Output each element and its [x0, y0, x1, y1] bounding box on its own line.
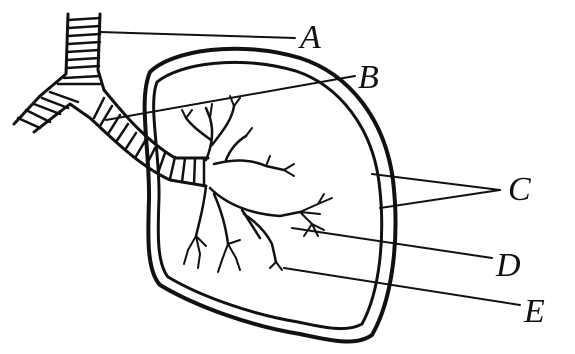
label-d: D [495, 247, 521, 284]
leader-line-d [292, 228, 492, 258]
leader-line-a [100, 32, 295, 38]
label-c: C [508, 171, 531, 208]
inner-pleura [154, 62, 382, 328]
label-a: A [298, 19, 321, 56]
leader-line-c1 [372, 174, 500, 190]
leader-line-e [284, 268, 520, 305]
label-b: B [358, 59, 379, 96]
leader-line-c2 [380, 190, 500, 208]
trachea [14, 14, 104, 132]
label-e: E [523, 293, 545, 330]
